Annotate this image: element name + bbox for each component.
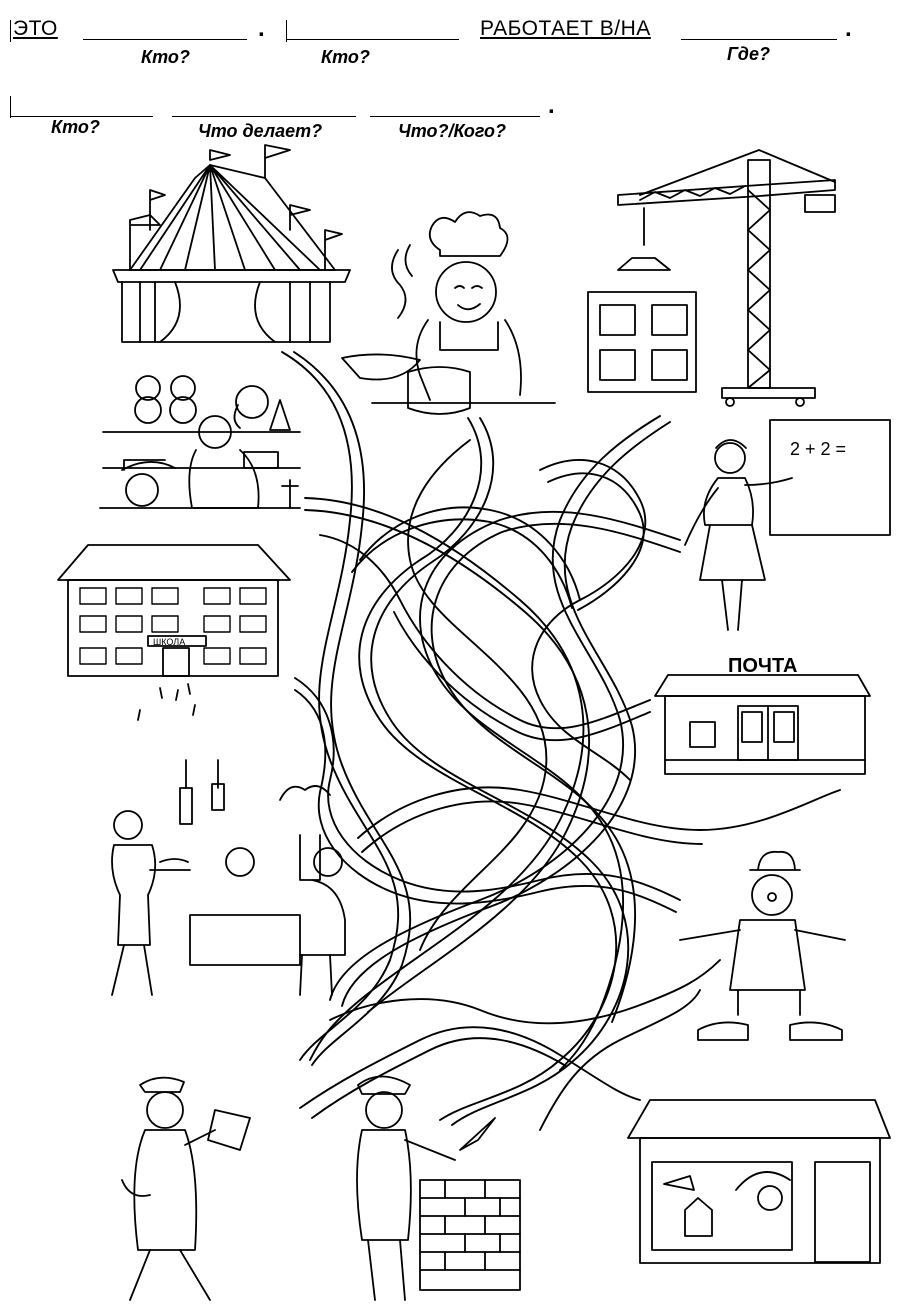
crane-picture bbox=[587, 149, 836, 407]
blank-action[interactable] bbox=[172, 116, 356, 117]
word-rabotaet: РАБОТАЕТ В/НА bbox=[480, 17, 651, 40]
blank-who-1[interactable] bbox=[83, 39, 247, 40]
board-text: 2 + 2 = bbox=[790, 439, 846, 459]
school-sign: ШКОЛА bbox=[153, 637, 185, 647]
row2-start-bar bbox=[10, 96, 11, 118]
blank-where[interactable] bbox=[681, 39, 837, 40]
hint-where: Где? bbox=[727, 44, 770, 64]
word-eto: ЭТО bbox=[13, 17, 58, 40]
teacher-picture: 2 + 2 = bbox=[684, 419, 891, 631]
school-picture: ШКОЛА bbox=[57, 544, 291, 721]
chef-picture bbox=[341, 211, 556, 415]
blank-who-3[interactable] bbox=[11, 116, 153, 117]
toy-shop-picture bbox=[99, 375, 301, 509]
blank-start-bar bbox=[286, 20, 287, 42]
cafe-picture bbox=[111, 759, 346, 996]
cursor-bar bbox=[10, 20, 11, 42]
dot-1: . bbox=[258, 15, 265, 42]
hint-who-2: Кто? bbox=[321, 47, 370, 67]
maze-lines bbox=[281, 351, 841, 1131]
hint-who-1: Кто? bbox=[141, 47, 190, 67]
dot-2: . bbox=[845, 15, 852, 42]
blank-object[interactable] bbox=[370, 116, 540, 117]
hint-object: Что?/Кого? bbox=[398, 121, 507, 141]
post-office-picture: ПОЧТА bbox=[654, 655, 871, 775]
blank-who-2[interactable] bbox=[287, 39, 459, 40]
clown-picture bbox=[679, 850, 846, 1041]
hint-who-3: Кто? bbox=[51, 117, 100, 137]
dot-3: . bbox=[548, 92, 555, 119]
pochta-sign: ПОЧТА bbox=[728, 655, 797, 677]
circus-tent-picture bbox=[112, 144, 351, 343]
hint-action: Что делает? bbox=[198, 121, 323, 141]
toy-store-building-picture bbox=[627, 1099, 891, 1264]
bricklayer-picture bbox=[356, 1075, 521, 1301]
postman-picture bbox=[121, 1076, 251, 1301]
